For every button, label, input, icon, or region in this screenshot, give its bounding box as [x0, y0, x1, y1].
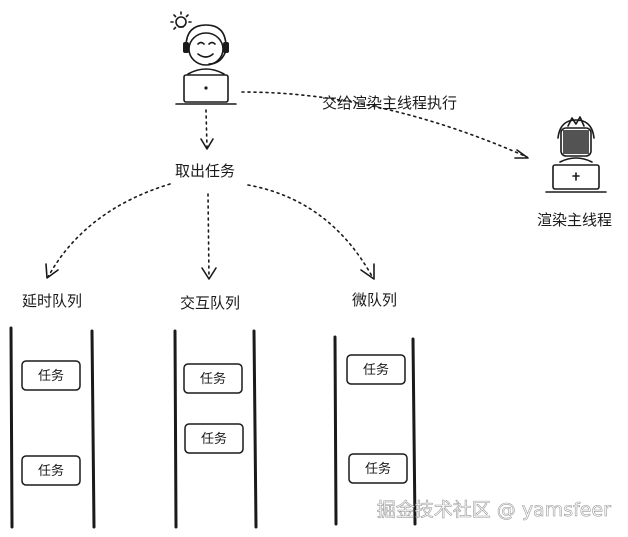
task-box: 任务	[21, 455, 81, 486]
task-box: 任务	[184, 423, 244, 454]
task-label: 任务	[38, 463, 64, 479]
micro-queue-label: 微队列	[352, 291, 397, 309]
arrow-to-interact-queue	[207, 193, 210, 279]
take-task-label: 取出任务	[175, 162, 235, 180]
render-thread-worker-icon	[545, 116, 607, 193]
watermark: 掘金技术社区 @ yamsfeer	[377, 499, 611, 521]
task-label: 任务	[201, 431, 227, 447]
interact-queue-label: 交互队列	[180, 294, 240, 312]
task-label: 任务	[363, 362, 389, 378]
interact-queue: 任务 任务	[173, 329, 258, 529]
task-box: 任务	[346, 354, 406, 385]
arrow-to-delay-queue	[47, 183, 171, 278]
task-label: 任务	[200, 371, 226, 387]
task-label: 任务	[365, 461, 391, 477]
task-box: 任务	[21, 360, 81, 391]
render-main-label: 渲染主线程	[537, 211, 612, 229]
delay-queue: 任务 任务	[9, 326, 96, 529]
task-box: 任务	[183, 363, 243, 394]
arrow-to-take-task	[205, 109, 208, 149]
task-box: 任务	[348, 453, 408, 484]
worker-with-laptop-icon	[175, 24, 237, 105]
lightbulb-icon	[170, 11, 192, 30]
task-label: 任务	[38, 368, 64, 384]
micro-queue: 任务 任务	[333, 335, 417, 526]
arrow-to-micro-queue	[247, 184, 374, 279]
hand-to-main-label: 交给渲染主线程执行	[322, 94, 457, 112]
arrow-to-render-thread	[241, 91, 528, 158]
delay-queue-label: 延时队列	[22, 292, 82, 310]
